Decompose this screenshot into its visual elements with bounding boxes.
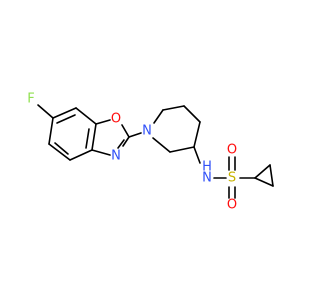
molecule-structure: F O N N N H S O O (27, 92, 274, 213)
bond-cyclopropane-1 (254, 164, 271, 179)
bond-pip-1 (153, 109, 164, 124)
bond-benzene-double-3 (54, 142, 69, 155)
bond-pip-5 (169, 146, 195, 153)
atom-nitrogen-amide: N (202, 171, 212, 186)
bond-c-o (95, 119, 111, 125)
bond-pip-4 (193, 121, 201, 148)
bond-cyclopropane-3 (254, 177, 274, 187)
bond-c2-n-double (117, 139, 125, 149)
bond-c-nh (193, 146, 201, 164)
bond-c2-npip (128, 132, 142, 138)
atom-oxygen-ring: O (111, 112, 121, 127)
bond-f-c (37, 104, 54, 119)
atom-sulfur: S (228, 171, 236, 186)
bond-benzene-2 (75, 107, 97, 125)
atom-nitrogen-piperidine: N (142, 124, 152, 139)
structure-canvas: F O N N N H S O O (27, 92, 274, 213)
atom-oxygen-sulfonyl-bottom: O (227, 198, 237, 213)
bond-benzene-double-1 (56, 114, 76, 124)
bond-pip-2 (162, 105, 185, 111)
bond-o-c2 (121, 124, 130, 138)
atom-nitrogen-ring: N (111, 149, 121, 164)
bond-benzene-1 (52, 107, 77, 119)
bond-c2-n (122, 136, 130, 147)
bond-pip-3 (183, 105, 201, 123)
atom-fluorine: F (27, 92, 34, 107)
bond-benzene-4 (69, 149, 93, 161)
bond-cyclopropane-2 (269, 164, 274, 187)
bonds (37, 104, 274, 199)
bond-pip-6 (152, 137, 171, 153)
atom-oxygen-sulfonyl-top: O (227, 143, 237, 158)
bond-benzene-6 (48, 117, 54, 145)
bond-n-c (91, 149, 111, 156)
bond-benzene-5 (48, 143, 71, 161)
atom-hydrogen-amide: H (202, 160, 212, 175)
bond-benzene-double-2 (85, 128, 90, 149)
bond-benzene-3 (91, 123, 97, 151)
